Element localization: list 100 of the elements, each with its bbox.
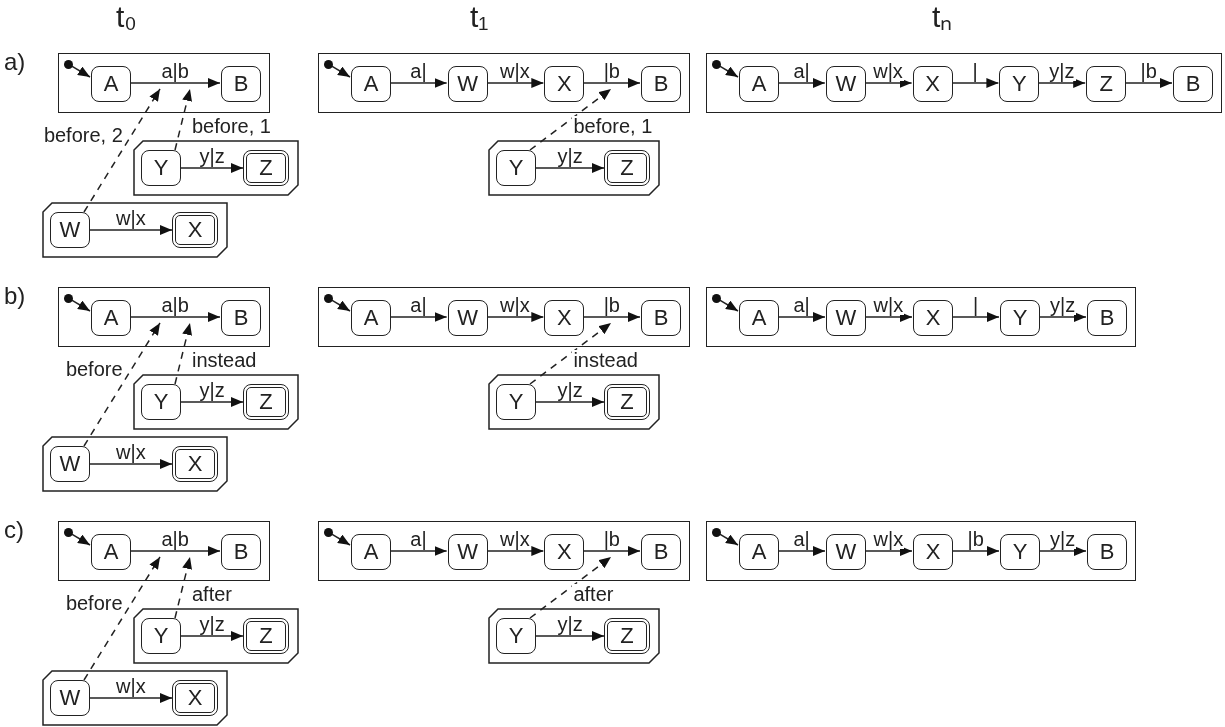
arrow: [89, 693, 173, 703]
edge-label: w|x: [115, 676, 147, 696]
edge-label: y|z: [1048, 61, 1076, 81]
panel-label: b): [4, 284, 26, 308]
edge-label: |b: [1139, 61, 1158, 81]
edge-label: |b: [602, 61, 621, 81]
fragment-frame: [133, 140, 299, 196]
edge-label: a|: [792, 295, 811, 315]
edge-label: y|z: [1049, 529, 1077, 549]
dashed-arrow: [83, 556, 161, 681]
arrow: [129, 312, 221, 322]
fragment-frame: [42, 670, 228, 726]
state-box: B: [1173, 66, 1213, 102]
final-state-box: X: [172, 212, 218, 248]
edge-label: y|z: [556, 614, 584, 634]
initial-state-dot: [324, 60, 333, 69]
arrow: [89, 225, 173, 235]
edge-label: w|x: [872, 529, 905, 549]
state-box: B: [1087, 534, 1127, 570]
edge-label: a|: [409, 295, 428, 315]
dashed-arrow: [174, 88, 192, 151]
arrow: [777, 546, 826, 556]
state-box: W: [447, 300, 488, 336]
edge-label: y|z: [198, 614, 226, 634]
state-box: X: [544, 300, 585, 336]
state-box: Y: [141, 150, 181, 186]
edge-label: a|b: [160, 61, 190, 81]
dashed-arrow: [83, 322, 161, 447]
arrow: [330, 299, 351, 312]
arrow: [582, 312, 641, 322]
state-box: Y: [1000, 300, 1040, 336]
arrow: [389, 546, 448, 556]
edge-label: y|z: [556, 146, 584, 166]
dashed-arrow: [83, 88, 161, 213]
arrow: [70, 299, 91, 312]
state-box: Y: [999, 66, 1040, 102]
edge-label: |: [972, 295, 980, 315]
arrow: [777, 312, 826, 322]
final-state-box: Z: [243, 384, 289, 420]
state-box: A: [351, 300, 391, 336]
arrow: [951, 546, 1000, 556]
arrow: [582, 546, 641, 556]
initial-state-dot: [712, 528, 721, 537]
state-box: W: [447, 534, 488, 570]
state-box: W: [826, 300, 866, 336]
edge-label: instead: [191, 349, 258, 370]
arrow: [1037, 78, 1086, 88]
state-box: B: [641, 300, 681, 336]
state-box: X: [544, 534, 585, 570]
arrow: [1038, 312, 1087, 322]
edge-label: |: [971, 61, 979, 81]
arrow: [70, 533, 91, 546]
state-box: A: [739, 300, 779, 336]
edge-label: y|z: [198, 380, 226, 400]
edge-label: w|x: [115, 442, 147, 462]
time-step-label: t₁: [470, 2, 489, 32]
final-state-box: Z: [243, 618, 289, 654]
arrow: [1038, 546, 1087, 556]
state-box: Z: [1086, 66, 1127, 102]
state-box: X: [913, 300, 953, 336]
state-box: A: [91, 300, 131, 336]
edge-label: y|z: [556, 380, 584, 400]
state-box: A: [351, 534, 391, 570]
initial-state-dot: [712, 60, 721, 69]
state-box: W: [447, 66, 488, 102]
edge-label: w|x: [872, 295, 905, 315]
edge-label: after: [572, 583, 615, 604]
arrow: [864, 546, 913, 556]
state-box: Y: [496, 384, 536, 420]
edge-label: before, 1: [191, 115, 272, 136]
edge-label: a|b: [160, 529, 190, 549]
dashed-arrow: [174, 322, 192, 385]
initial-state-dot: [324, 528, 333, 537]
state-box: A: [91, 66, 131, 102]
edge-label: instead: [572, 349, 639, 370]
arrow: [180, 397, 244, 407]
state-box: B: [641, 534, 681, 570]
state-box: B: [641, 66, 681, 102]
edge-label: |b: [602, 295, 621, 315]
fragment-frame: [133, 374, 299, 430]
arrow: [485, 546, 545, 556]
state-box: A: [91, 534, 131, 570]
state-box: W: [50, 446, 90, 482]
final-state-box: Z: [604, 384, 650, 420]
state-box: W: [825, 66, 866, 102]
state-box: B: [221, 66, 261, 102]
final-state-box: Z: [604, 618, 650, 654]
state-box: X: [913, 534, 953, 570]
arrow: [535, 163, 605, 173]
arrow: [582, 78, 641, 88]
arrow: [950, 78, 1000, 88]
arrow: [864, 312, 913, 322]
arrow: [864, 78, 913, 88]
dashed-arrow: [529, 556, 612, 619]
arrow: [535, 397, 605, 407]
state-box: X: [544, 66, 585, 102]
arrow: [330, 65, 351, 78]
state-box: Y: [141, 618, 181, 654]
edge-label: before: [64, 592, 124, 613]
arrow: [1124, 78, 1173, 88]
